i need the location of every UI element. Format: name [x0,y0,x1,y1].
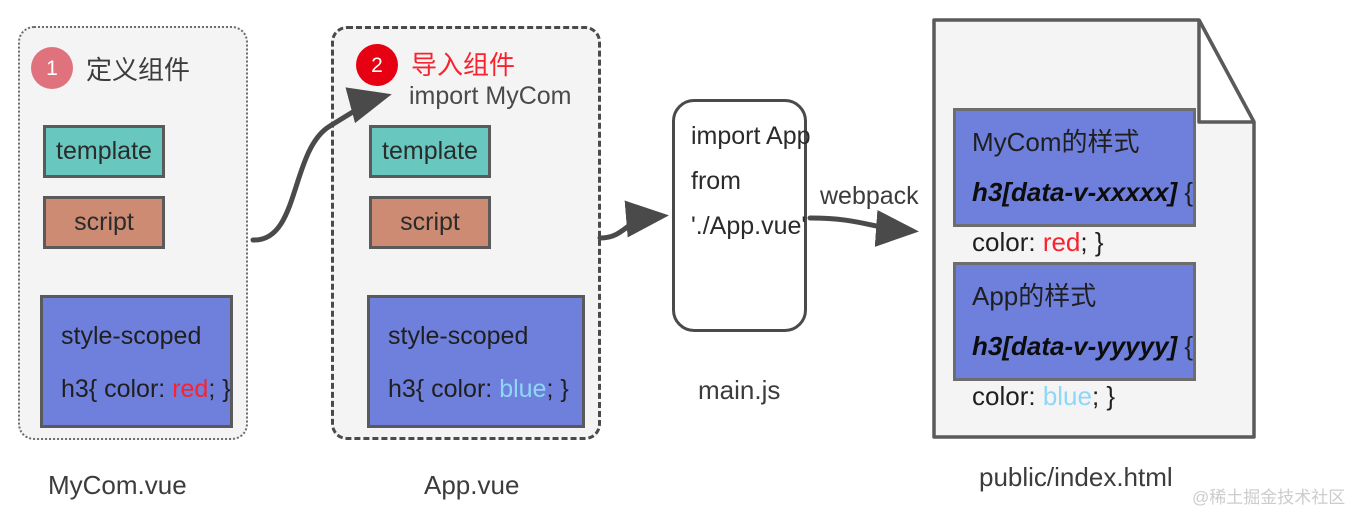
mycom-script-label: script [74,208,134,236]
doc-block-1-brace: { [1177,177,1194,207]
watermark: @稀土掘金技术社区 [1192,488,1346,507]
doc-block-2-brace: { [1177,331,1194,361]
app-style-rule-value: blue [499,375,547,403]
caption-mycom-vue: MyCom.vue [48,470,187,500]
doc-block-1-selector: h3[data-v-xxxxx] [972,177,1178,207]
doc-block-1-decl: color: red; } [972,229,1193,255]
app-template-label: template [382,137,478,165]
step-1-label: 定义组件 [86,55,191,85]
step-badge-1: 1 [31,47,73,89]
doc-block-2-selector: h3[data-v-yyyyy] [972,331,1178,361]
doc-block-1-selector-line: h3[data-v-xxxxx] { [972,179,1193,205]
app-style-rule-suffix: ; } [546,375,569,403]
mycom-script-box: script [43,196,165,249]
mycom-style-rule-prefix: h3{ color: [61,375,173,403]
step-2-label: 导入组件 [411,50,516,80]
app-template-box: template [369,125,491,178]
app-style-box: style-scoped h3{ color: blue; } [367,295,585,428]
doc-block-2-decl-prefix: color: [972,381,1043,411]
doc-block-1-decl-suffix: ; } [1080,227,1104,257]
caption-app-vue: App.vue [424,470,520,500]
caption-main-js: main.js [698,375,781,405]
mycom-template-box: template [43,125,165,178]
mycom-style-title: style-scoped [61,322,202,350]
app-style-title: style-scoped [388,322,529,350]
step-badge-2-number: 2 [371,53,383,77]
app-script-box: script [369,196,491,249]
app-import-statement: import MyCom [409,82,572,110]
arrow-webpack [807,209,919,247]
doc-block-app-style: App的样式 h3[data-v-yyyyy] { color: blue; } [953,262,1196,409]
mycom-style-rule: h3{ color: red; } [61,375,231,403]
doc-block-1-decl-prefix: color: [972,227,1043,257]
doc-block-2-title: App的样式 [972,281,1097,311]
app-style-rule: h3{ color: blue; } [388,377,582,402]
edge-label-webpack: webpack [820,182,919,210]
doc-block-1-title: MyCom的样式 [972,127,1140,157]
main-js-box: import App from './App.vue' [672,99,811,332]
doc-block-mycom-style: MyCom的样式 h3[data-v-xxxxx] { color: red; … [953,108,1196,255]
step-badge-2: 2 [356,44,398,86]
mycom-template-label: template [56,137,152,165]
caption-index-html: public/index.html [979,462,1173,492]
doc-block-2-decl-value: blue [1042,381,1092,411]
app-script-label: script [400,208,460,236]
doc-block-2-decl: color: blue; } [972,383,1193,409]
doc-block-1-decl-value: red [1042,227,1081,257]
main-js-line-3: './App.vue' [691,212,807,240]
app-style-rule-prefix: h3{ color: [388,375,500,403]
main-js-line-1: import App [691,122,811,150]
main-js-line-2: from [691,167,741,195]
mycom-style-box: style-scoped h3{ color: red; } [40,295,233,428]
mycom-style-rule-value: red [172,375,209,403]
arrow-app-to-mainjs [597,200,669,241]
step-badge-1-number: 1 [46,56,58,80]
doc-block-2-selector-line: h3[data-v-yyyyy] { [972,333,1193,359]
doc-block-2-decl-suffix: ; } [1091,381,1116,411]
mycom-style-rule-suffix: ; } [208,375,231,403]
